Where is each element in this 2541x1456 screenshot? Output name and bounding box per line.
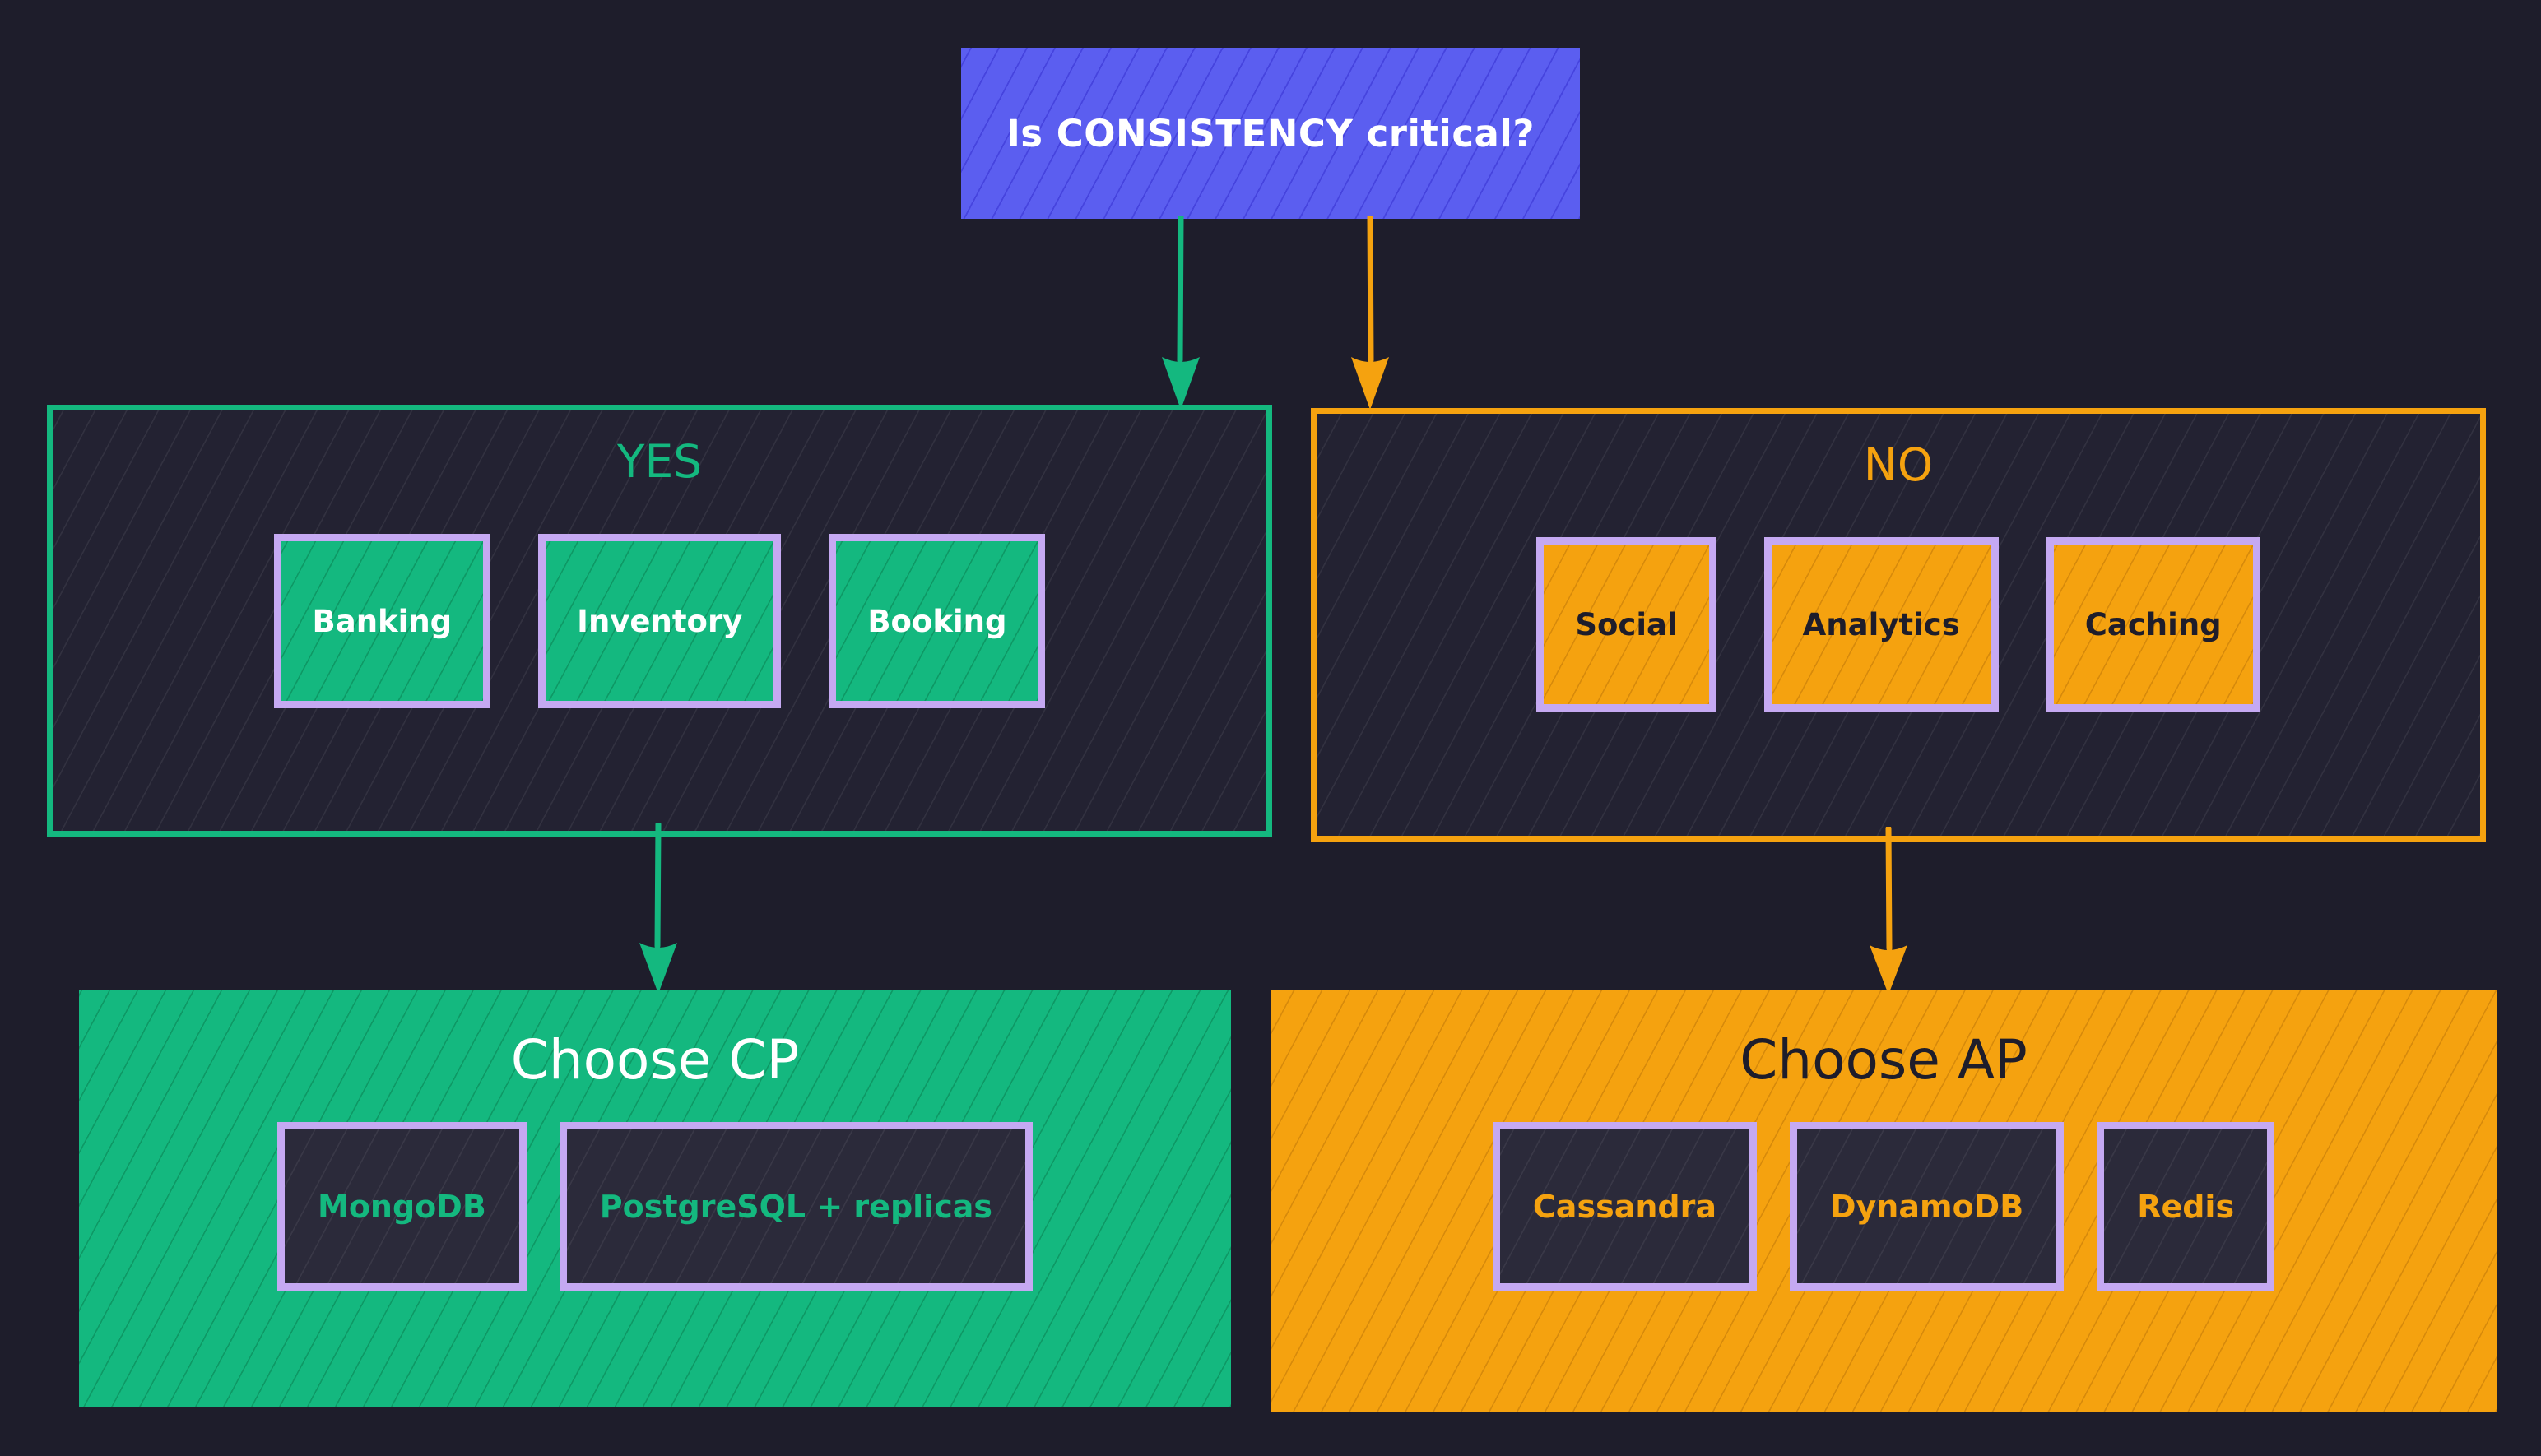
list-item-label: Inventory bbox=[577, 603, 743, 639]
list-item[interactable]: Inventory bbox=[538, 534, 782, 708]
arrow-question-to-yes bbox=[1162, 216, 1200, 410]
arrow-yes-to-cp bbox=[639, 823, 677, 994]
list-item[interactable]: Analytics bbox=[1763, 537, 1999, 712]
list-item[interactable]: DynamoDB bbox=[1789, 1122, 2065, 1291]
list-item-label: MongoDB bbox=[318, 1188, 486, 1225]
list-item[interactable]: PostgreSQL + replicas bbox=[559, 1122, 1033, 1291]
branch-no-items: Social Analytics Caching bbox=[1317, 537, 2480, 712]
result-ap-items: Cassandra DynamoDB Redis bbox=[1270, 1122, 2497, 1291]
list-item[interactable]: Banking bbox=[273, 534, 491, 708]
list-item[interactable]: Caching bbox=[2046, 537, 2260, 712]
list-item[interactable]: MongoDB bbox=[277, 1122, 527, 1291]
list-item-label: Booking bbox=[867, 603, 1007, 639]
list-item-label: DynamoDB bbox=[1829, 1188, 2024, 1225]
list-item[interactable]: Redis bbox=[2097, 1122, 2275, 1291]
list-item-label: Caching bbox=[2084, 606, 2222, 642]
result-cp-items: MongoDB PostgreSQL + replicas bbox=[79, 1122, 1231, 1291]
list-item[interactable]: Cassandra bbox=[1492, 1122, 1757, 1291]
branch-group-no[interactable]: NO Social Analytics Caching bbox=[1311, 408, 2486, 842]
branch-group-yes-title: YES bbox=[616, 435, 703, 488]
list-item-label: Analytics bbox=[1802, 606, 1960, 642]
branch-group-yes[interactable]: YES Banking Inventory Booking bbox=[47, 405, 1272, 837]
list-item-label: Cassandra bbox=[1532, 1188, 1716, 1225]
list-item[interactable]: Booking bbox=[829, 534, 1046, 708]
list-item-label: Social bbox=[1575, 606, 1678, 642]
result-node-ap[interactable]: Choose AP Cassandra DynamoDB Redis bbox=[1270, 990, 2497, 1412]
list-item-label: Redis bbox=[2137, 1188, 2235, 1225]
list-item-label: PostgreSQL + replicas bbox=[599, 1188, 992, 1225]
result-node-ap-title: Choose AP bbox=[1740, 1028, 2028, 1092]
arrow-question-to-no bbox=[1351, 216, 1389, 410]
result-node-cp-title: Choose CP bbox=[510, 1028, 800, 1092]
question-node-label: Is CONSISTENCY critical? bbox=[1006, 111, 1535, 155]
result-node-cp[interactable]: Choose CP MongoDB PostgreSQL + replicas bbox=[79, 990, 1231, 1407]
list-item[interactable]: Social bbox=[1536, 537, 1716, 712]
branch-yes-items: Banking Inventory Booking bbox=[53, 534, 1266, 708]
branch-group-no-title: NO bbox=[1863, 438, 1934, 491]
question-node[interactable]: Is CONSISTENCY critical? bbox=[961, 48, 1580, 219]
list-item-label: Banking bbox=[312, 603, 453, 639]
arrow-no-to-ap bbox=[1870, 827, 1907, 995]
